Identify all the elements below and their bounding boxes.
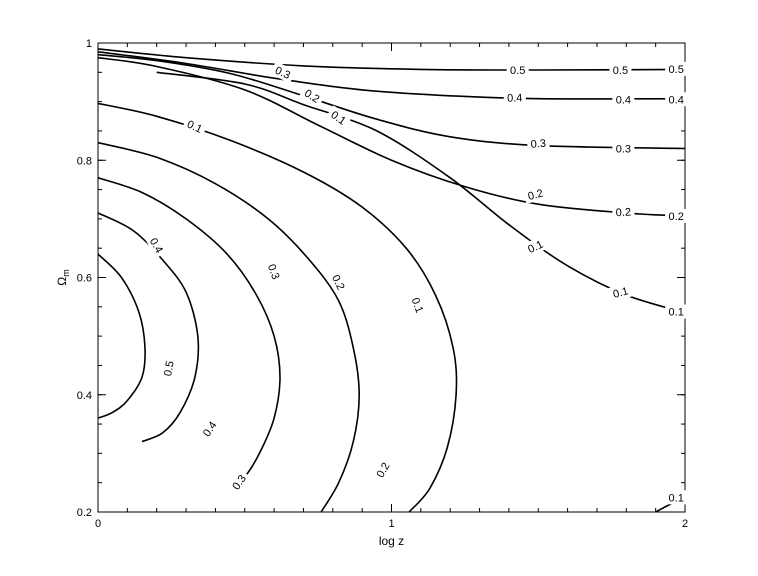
contour-level-label: 0.1	[409, 296, 426, 314]
upper-contour-0.1	[156, 71, 685, 314]
contour-label-background	[522, 235, 549, 258]
plot-frame	[97, 42, 686, 513]
axis-ticks	[97, 42, 686, 513]
contour-level-label: 0.3	[616, 144, 631, 156]
contour-label-background	[522, 184, 548, 204]
contour-level-label: 0.3	[273, 65, 292, 82]
contour-label-background	[503, 90, 527, 105]
contour-level-label: 0.4	[507, 92, 523, 105]
x-tick-label: 2	[682, 518, 688, 530]
y-tick-label: 0.2	[77, 507, 92, 519]
upper-contour-0.4	[98, 51, 685, 100]
contour-level-label: 0.1	[185, 118, 204, 135]
y-axis-label-main: Ω	[55, 277, 69, 286]
upper-contour-0.2	[98, 56, 685, 217]
contour-level-label: 0.4	[669, 94, 684, 106]
y-tick-label: 0.6	[77, 273, 92, 285]
y-tick-label: 0.8	[77, 155, 92, 167]
lower-contour-0.1	[98, 102, 458, 512]
contour-label-background	[263, 258, 285, 285]
contour-level-label: 0.1	[669, 492, 684, 504]
contour-label-background	[159, 356, 178, 381]
contour-label-background	[197, 415, 222, 442]
contour-level-label: 0.5	[669, 64, 684, 76]
upper-contour-0.5	[98, 48, 685, 71]
contour-label-background	[299, 83, 326, 108]
contour-level-label: 0.1	[612, 285, 630, 301]
contour-level-label: 0.2	[669, 211, 684, 223]
contour-label-background	[526, 135, 550, 152]
contour-label-background	[665, 490, 688, 505]
lower-contour-0.5	[98, 253, 146, 419]
contour-level-label: 0.2	[615, 206, 631, 219]
contour-label-background	[665, 304, 688, 319]
y-axis-label-sub: m	[61, 269, 71, 277]
contour-label-background	[665, 208, 688, 223]
contour-labels: 0.1 0.1 0.2 0.2 0.3 0.3 0.4 0.4 0.5 0.5 0.5 0.5 0.4 0…	[145, 61, 688, 505]
contour-label-background	[612, 204, 635, 220]
contour-label-background	[407, 292, 429, 318]
contour-label-background	[371, 456, 395, 483]
contour-level-label: 0.5	[613, 65, 628, 77]
contour-level-label: 0.2	[329, 273, 346, 292]
contour-level-label: 0.2	[527, 187, 545, 203]
contour-label-background	[609, 62, 632, 77]
x-axis-label: log z	[379, 534, 404, 548]
contour-label-background	[327, 269, 350, 296]
y-tick-label: 0.4	[77, 390, 92, 402]
contour-level-label: 0.1	[526, 239, 545, 256]
contour-label-background	[325, 105, 352, 130]
y-tick-label: 1	[86, 38, 92, 50]
y-axis-label: Ωm	[55, 269, 71, 285]
contour-label-background	[145, 232, 169, 259]
contour-level-label: 0.3	[265, 263, 282, 281]
contour-label-background	[607, 282, 633, 302]
lower-contour-0.2	[98, 141, 361, 512]
contour-level-label: 0.5	[162, 360, 176, 377]
contour-level-label: 0.3	[530, 138, 546, 151]
contour-label-background	[665, 92, 688, 107]
contour-level-label: 0.1	[669, 307, 684, 319]
axis-tick-labels: 0 1 2 0.2 0.4 0.6 0.8 1	[77, 38, 688, 530]
lower-contour-0.3	[98, 177, 281, 490]
contour-level-label: 0.4	[616, 94, 631, 106]
contour-level-label: 0.5	[510, 65, 525, 77]
x-tick-label: 1	[388, 518, 394, 530]
lower-contour-0.4	[98, 212, 200, 443]
contour-label-background	[506, 62, 529, 77]
contour-label-background	[269, 61, 296, 84]
contour-label-background	[181, 115, 208, 138]
contour-label-background	[612, 92, 635, 107]
contour-label-background	[612, 141, 635, 156]
contour-lines	[98, 48, 685, 512]
x-tick-label: 0	[95, 518, 101, 530]
contour-label-background	[665, 61, 688, 76]
contour-label-background	[226, 469, 251, 496]
